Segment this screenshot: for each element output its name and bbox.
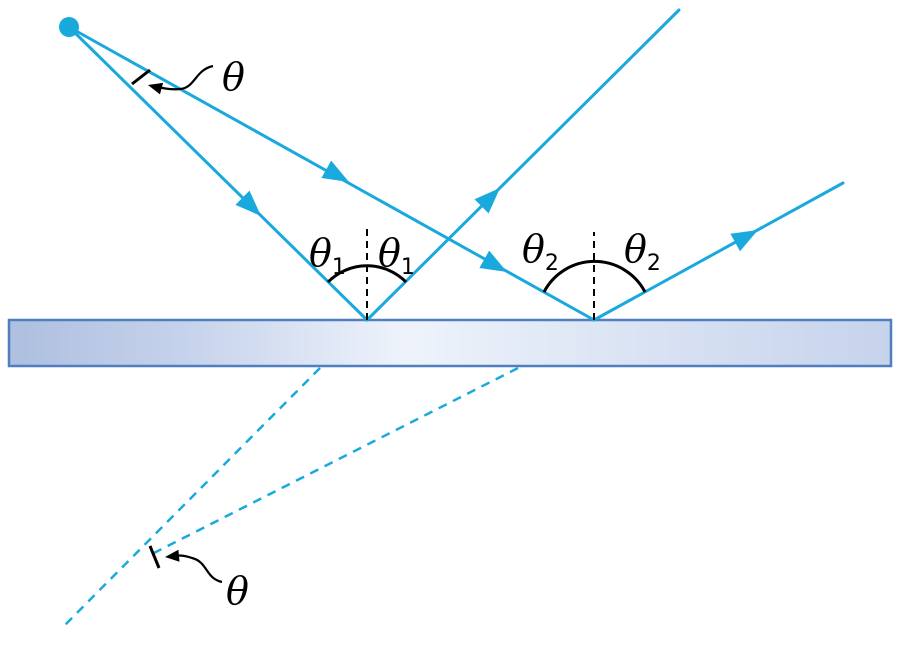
leader-theta-source-head — [148, 82, 164, 95]
arrowhead-incident-2-lower — [479, 250, 507, 272]
reflected-ray-2 — [592, 181, 845, 322]
angle-tick-source — [131, 68, 151, 86]
label-theta-image: θ — [226, 569, 249, 613]
leader-theta-image-head — [165, 549, 180, 562]
incident-ray-1 — [67, 25, 369, 322]
virtual-ray-2 — [147, 366, 519, 558]
label-theta1-left-symbol: θ — [309, 231, 332, 275]
angle-tick-image — [148, 545, 161, 569]
arrowhead-incident-1 — [235, 190, 261, 216]
label-theta2-left-subscript: 2 — [545, 251, 559, 276]
label-theta2-right-symbol: θ — [624, 227, 647, 271]
arrowhead-reflected-2 — [730, 230, 758, 252]
label-theta1-right: θ1 — [378, 231, 415, 280]
label-theta1-left: θ1 — [309, 231, 346, 280]
plane-mirror — [7, 318, 893, 368]
label-theta-source: θ — [222, 55, 245, 99]
reflected-ray-1 — [365, 8, 681, 322]
label-theta1-left-subscript: 1 — [332, 255, 346, 280]
arrowhead-incident-2-upper — [321, 160, 349, 182]
label-theta2-left-symbol: θ — [522, 227, 545, 271]
angle-arc-theta2 — [542, 259, 647, 293]
leader-theta-image — [171, 554, 223, 584]
virtual-ray-1 — [61, 367, 321, 629]
label-theta1-right-symbol: θ — [378, 231, 401, 275]
label-theta1-right-subscript: 1 — [401, 255, 415, 280]
angle-arc-theta1 — [326, 264, 408, 284]
label-theta2-left: θ2 — [522, 227, 559, 276]
leader-theta-source — [153, 64, 214, 91]
label-theta2-right: θ2 — [624, 227, 661, 276]
arrowhead-reflected-1 — [474, 188, 500, 214]
label-theta2-right-subscript: 2 — [647, 251, 661, 276]
